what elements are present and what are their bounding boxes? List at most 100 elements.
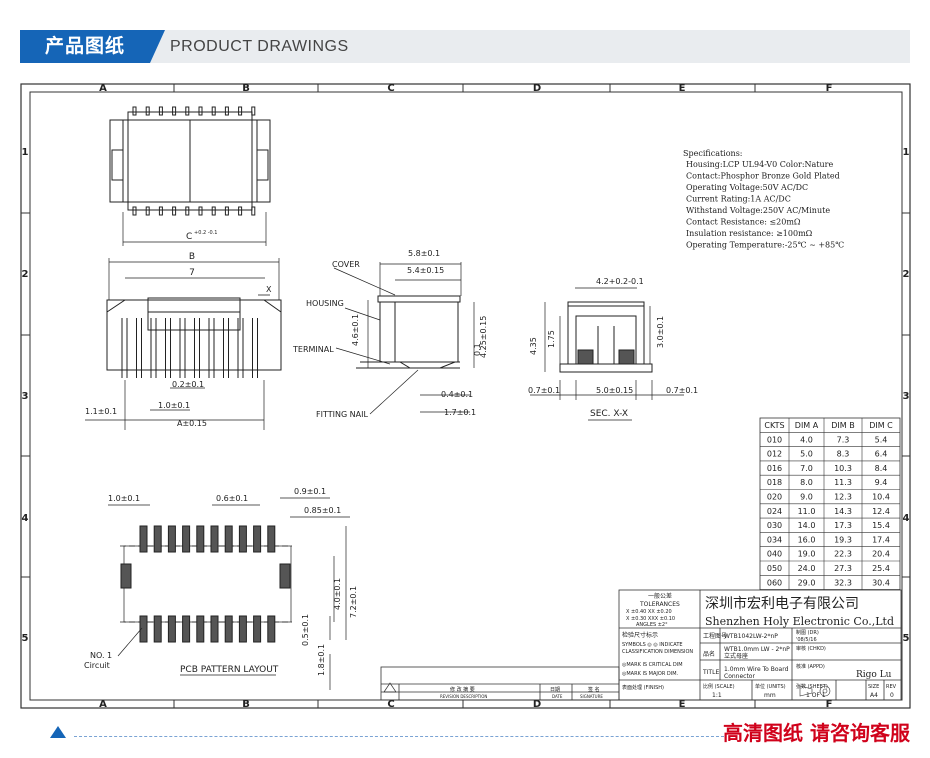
pad-top (139, 525, 148, 553)
table-cell: 8.4 (875, 464, 888, 473)
col-label-top: A (99, 83, 107, 94)
projection-symbol-icon (799, 685, 831, 697)
table-cell: 16.0 (798, 535, 816, 544)
pcb-dim-18: 1.8±0.1 (317, 644, 326, 676)
table-cell: 19.0 (798, 550, 816, 559)
pad-top (267, 525, 276, 553)
pad-top (253, 525, 262, 553)
drawing-no-value: WTB1042LW-2*nP (724, 633, 778, 640)
table-header: DIM B (831, 421, 854, 430)
pin-bottom (172, 206, 177, 216)
front-view (85, 258, 282, 430)
sec-dim-175: 1.75 (547, 330, 556, 348)
grid-column-labels: A B C D E F A B C D E F (99, 83, 832, 710)
pad-bottom (153, 615, 162, 643)
symbols-text: SYMBOLS ◎ ◎ INDICATE (622, 642, 683, 648)
row-label-left: 4 (22, 513, 29, 524)
table-cell: 14.0 (798, 521, 816, 530)
callout-terminal: TERMINAL (292, 345, 334, 354)
title-value-2: Connector (724, 673, 755, 680)
pcb-dim-40: 4.0±0.1 (333, 578, 342, 610)
table-cell: 7.0 (800, 464, 813, 473)
table-cell: 20.4 (872, 550, 890, 559)
row-label-left: 5 (22, 633, 29, 644)
pcb-dim-10: 1.0±0.1 (108, 494, 140, 503)
footer-divider (74, 736, 724, 737)
rev-value: 0 (890, 692, 894, 699)
date-en: DATE (552, 694, 563, 699)
sec-dim-07-right: 0.7±0.1 (666, 386, 698, 395)
table-cell: 10.4 (872, 493, 890, 502)
table-cell: 030 (767, 521, 782, 530)
spec-line: Insulation resistance: ≥100mΩ (686, 229, 813, 238)
dim-c-label: C (186, 232, 192, 242)
row-label-right: 2 (903, 269, 910, 280)
table-header: CKTS (764, 421, 784, 430)
pad-top (196, 525, 205, 553)
pin-bottom (132, 206, 137, 216)
pin-top (211, 106, 216, 116)
pin-top (132, 106, 137, 116)
row-label-left: 3 (22, 391, 29, 402)
table-cell: 024 (767, 507, 782, 516)
sig-en: SIGNATURE (580, 694, 603, 699)
table-cell: 9.4 (875, 478, 888, 487)
pin-top (238, 106, 243, 116)
pin-top (224, 106, 229, 116)
callout-housing: HOUSING (306, 299, 344, 308)
part-no-label: 品名 (703, 650, 715, 658)
table-cell: 17.4 (872, 535, 890, 544)
pad-top (238, 525, 247, 553)
dim-04-label: 0.4±0.1 (441, 390, 473, 399)
dim-7-label: 7 (189, 268, 195, 278)
table-cell: 15.4 (872, 521, 890, 530)
revision-triangle-icon (383, 682, 397, 693)
callout-fitting-nail: FITTING NAIL (316, 410, 368, 419)
sec-dim-07-left: 0.7±0.1 (528, 386, 560, 395)
row-label-left: 1 (22, 147, 29, 158)
specifications: Specifications: Housing:LCP UL94-V0 Colo… (683, 149, 844, 250)
sheet-value: 1 OF 1 (806, 692, 826, 699)
col-label-bottom: D (533, 699, 541, 710)
dim-425-label: 4.25±0.15 (479, 316, 488, 358)
row-label-right: 5 (903, 633, 910, 644)
col-label-bottom: E (679, 699, 686, 710)
pad-bottom (182, 615, 191, 643)
pad-bottom (196, 615, 205, 643)
dim-b-label: B (189, 252, 195, 262)
pin-bottom (198, 206, 203, 216)
pin-bottom (185, 206, 190, 216)
col-label-top: F (826, 83, 833, 94)
table-cell: 14.3 (834, 507, 852, 516)
table-cell: 040 (767, 550, 782, 559)
title-label: TITLE (702, 669, 719, 676)
tol-cn: 一般公差 (648, 592, 672, 600)
pin-top (198, 106, 203, 116)
pcb-layout-label: PCB PATTERN LAYOUT (180, 665, 279, 675)
col-label-top: C (387, 83, 394, 94)
header-title-en: PRODUCT DRAWINGS (170, 38, 349, 55)
dim-1-0-label: 1.0±0.1 (158, 401, 190, 410)
spec-line: Contact Resistance: ≤20mΩ (686, 218, 801, 227)
revision-en: REVISION DESCRIPTION (440, 694, 487, 699)
pcb-dim-09: 0.9±0.1 (294, 487, 326, 496)
pad-top (153, 525, 162, 553)
grid-row-labels: 1 2 3 4 5 1 2 3 4 5 (22, 147, 910, 644)
pin-top (145, 106, 150, 116)
footer-contact-text[interactable]: 高清图纸 请咨询客服 (723, 721, 910, 745)
table-header: DIM C (869, 421, 893, 430)
units-label: 单位 (UNITS) (755, 683, 786, 690)
pcb-circuit: Circuit (84, 661, 110, 670)
sec-dim-30: 3.0±0.1 (656, 316, 665, 348)
dim-46-label: 4.6±0.1 (351, 314, 360, 346)
dim-54-label: 5.4±0.15 (407, 266, 444, 275)
dim-c-tolerance: +0.2 -0.1 (194, 230, 218, 236)
pad-top (167, 525, 176, 553)
pin-top (158, 106, 163, 116)
table-cell: 050 (767, 564, 782, 573)
spec-line: Contact:Phosphor Bronze Gold Plated (686, 172, 840, 181)
table-cell: 29.0 (798, 578, 816, 587)
date-label: 日期 (550, 687, 560, 693)
pin-bottom (145, 206, 150, 216)
